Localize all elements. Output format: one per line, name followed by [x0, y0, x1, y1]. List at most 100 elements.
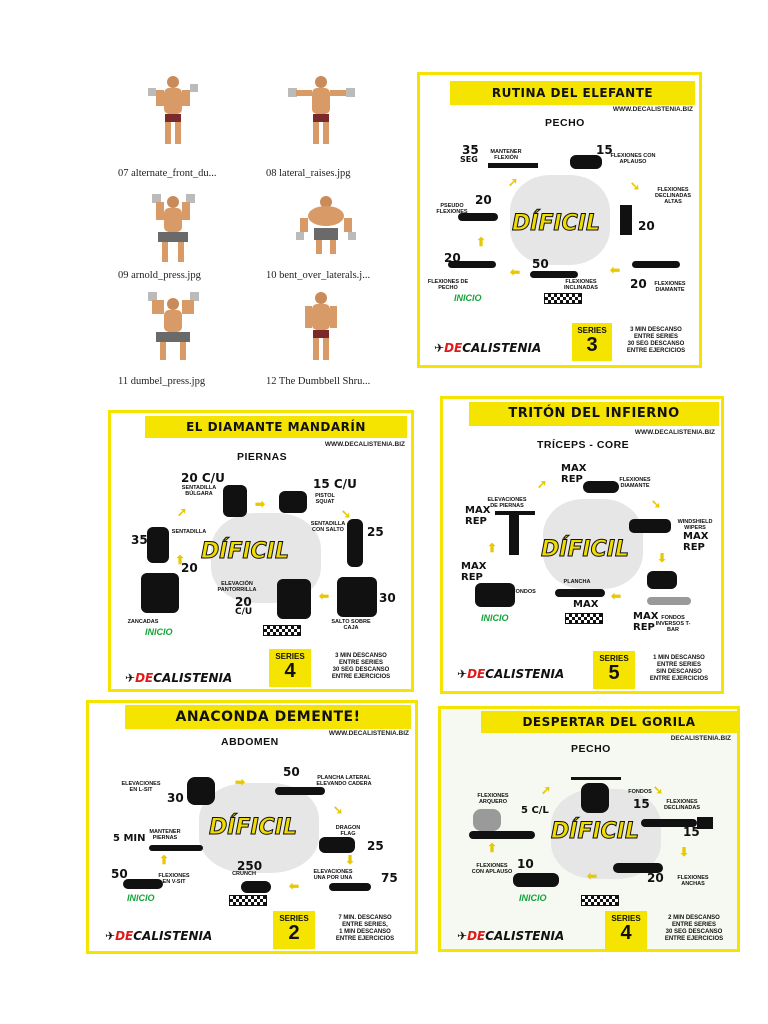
rep-count: 20 — [638, 219, 655, 233]
exercise-label: SALTO SOBRE CAJA — [331, 619, 371, 631]
card-title: DESPERTAR DEL GORILA — [481, 711, 737, 733]
card-title: TRITÓN DEL INFIERNO — [469, 402, 719, 426]
category-label: TRÍCEPS - CORE — [537, 439, 630, 451]
thumbnail-arnold-press[interactable]: 09 arnold_press.jpg — [118, 188, 233, 281]
website-label: WWW.DECALISTENIA.BIZ — [612, 106, 693, 113]
exercise-figure — [629, 519, 671, 533]
start-label: INICIO — [481, 613, 509, 623]
exercise-figure — [647, 571, 677, 589]
rep-count: MAX — [561, 463, 587, 474]
series-count: 5 — [608, 662, 620, 684]
thumbnail-dumbbell-shrug[interactable]: 12 The Dumbbell Shru... — [266, 288, 381, 387]
exercise-figure — [141, 573, 179, 613]
exercise-figure — [641, 819, 697, 827]
finish-flag-icon — [229, 895, 267, 906]
workout-card-rutina-del-elefante: RUTINA DEL ELEFANTE WWW.DECALISTENIA.BIZ… — [417, 72, 702, 368]
flow-arrow-icon: ➡ — [255, 497, 266, 511]
rep-count: 15 — [633, 797, 650, 811]
rep-count: 15 — [683, 825, 700, 839]
thumbnail-lateral-raises[interactable]: 08 lateral_raises.jpg — [266, 70, 381, 179]
exercise-label: DRAGON FLAG — [335, 825, 361, 837]
flow-arrow-icon: ➚ — [541, 783, 552, 797]
flow-arrow-icon: ➚ — [537, 477, 548, 491]
rep-count: 35 — [131, 533, 148, 547]
rep-unit: REP — [461, 572, 483, 583]
series-count: 4 — [284, 660, 296, 682]
exercise-figure — [555, 589, 605, 597]
website-label: WWW.DECALISTENIA.BIZ — [328, 730, 409, 737]
card-title: EL DIAMANTE MANDARÍN — [145, 416, 407, 438]
exercise-figure — [530, 271, 578, 278]
series-label: SERIES — [611, 914, 641, 923]
thumbnail-alternate-front[interactable]: 07 alternate_front_du... — [118, 70, 233, 179]
exercise-figure — [275, 787, 325, 795]
exercise-label: PISTOL SQUAT — [315, 493, 335, 505]
thumbnail-dumbbell-press[interactable]: 11 dumbel_press.jpg — [118, 288, 233, 387]
category-label: PECHO — [571, 743, 611, 755]
flow-arrow-icon: ⬇ — [345, 853, 356, 867]
logo-figure-icon: ✈ — [105, 929, 116, 943]
bodybuilder-illustration — [296, 196, 356, 254]
watermark-silhouette — [199, 783, 319, 873]
flow-arrow-icon: ⬆ — [487, 841, 498, 855]
exercise-figure — [583, 481, 619, 493]
website-label: WWW.DECALISTENIA.BIZ — [324, 441, 405, 448]
difficulty-label: DÍFICIL — [511, 211, 601, 237]
exercise-figure — [123, 879, 163, 889]
exercise-label: FLEXIONES DECLINADAS ALTAS — [654, 187, 692, 205]
flow-arrow-icon: ⬅ — [510, 265, 521, 279]
start-label: INICIO — [127, 893, 155, 903]
brand-logo: ✈DECALISTENIA — [125, 671, 233, 685]
exercise-figure — [187, 777, 215, 805]
exercise-label: FLEXIONES ARQUERO — [477, 793, 509, 805]
rep-count: 35 — [462, 143, 479, 157]
exercise-figure — [513, 873, 559, 887]
exercise-figure — [319, 837, 355, 853]
exercise-figure — [581, 783, 609, 813]
exercise-label: ELEVACIÓN PANTORRILLA — [217, 581, 257, 593]
brand-logo: ✈DECALISTENIA — [457, 929, 565, 943]
logo-figure-icon: ✈ — [125, 671, 136, 685]
flow-arrow-icon: ➚ — [177, 505, 188, 519]
difficulty-label: DÍFICIL — [208, 815, 298, 841]
workout-card-anaconda-demente: ANACONDA DEMENTE! WWW.DECALISTENIA.BIZ A… — [86, 700, 418, 954]
exercise-figure — [613, 863, 663, 873]
rep-count: 50 — [111, 867, 128, 881]
exercise-label: SENTADILLA CON SALTO — [310, 521, 346, 533]
exercise-label: FONDOS INVERSOS T-BAR — [655, 615, 691, 633]
rep-count: 20 — [630, 277, 647, 291]
rep-unit: REP — [633, 622, 655, 633]
series-count: 4 — [620, 922, 632, 944]
exercise-label: ELEVACIONES UNA POR UNA — [313, 869, 353, 881]
exercise-label: ELEVACIONES EN L-SIT — [121, 781, 161, 793]
series-label: SERIES — [279, 914, 309, 923]
logo-figure-icon: ✈ — [457, 667, 468, 681]
exercise-label: FONDOS — [512, 589, 536, 595]
flow-arrow-icon: ⬆ — [159, 853, 170, 867]
exercise-label: PLANCHA LATERAL ELEVANDO CADERA — [316, 775, 372, 787]
thumbnail-bent-over-laterals[interactable]: 10 bent_over_laterals.j... — [266, 188, 381, 281]
exercise-figure — [475, 583, 515, 607]
bodybuilder-illustration — [288, 76, 355, 144]
watermark-silhouette — [510, 175, 610, 265]
rep-count: 20 — [647, 871, 664, 885]
series-count: 3 — [586, 334, 598, 356]
brand-logo: ✈DECALISTENIA — [434, 341, 542, 355]
difficulty-label: DÍFICIL — [200, 539, 290, 565]
rep-count: 5 MIN — [113, 833, 146, 844]
difficulty-label: DÍFICIL — [550, 819, 640, 845]
rep-count: 75 — [381, 871, 398, 885]
rep-count: MAX — [633, 611, 659, 622]
exercise-label: FLEXIONES DIAMANTE — [654, 281, 686, 293]
logo-figure-icon: ✈ — [457, 929, 468, 943]
exercise-label: PSEUDO FLEXIONES — [436, 203, 468, 215]
watermark-silhouette — [543, 499, 643, 589]
exercise-thumbnail-grid: 07 alternate_front_du... 08 lateral_rais… — [118, 70, 381, 387]
rep-count: 30 — [379, 591, 396, 605]
flow-arrow-icon: ⬅ — [319, 589, 330, 603]
exercise-figure — [149, 845, 203, 851]
exercise-figure — [458, 213, 498, 221]
flow-arrow-icon: ⬇ — [679, 845, 690, 859]
exercise-label: SENTADILLA — [171, 529, 207, 535]
